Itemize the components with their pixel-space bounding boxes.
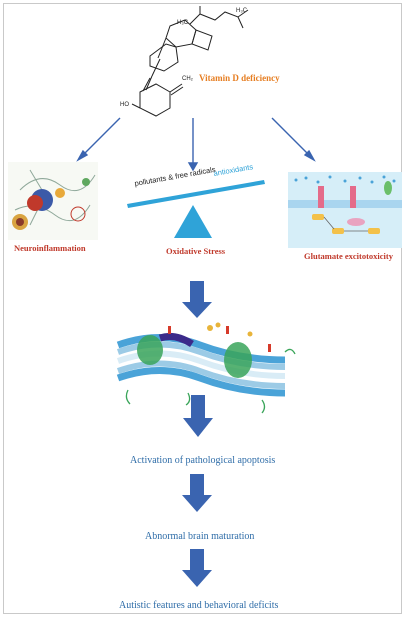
neuroinflammation-label: Neuroinflammation <box>14 243 86 253</box>
down-arrow-2 <box>183 395 213 437</box>
oxidative-stress-label: Oxidative Stress <box>166 246 226 256</box>
arrowhead-center <box>187 162 199 172</box>
down-arrow-1 <box>182 281 212 318</box>
arrow-to-glutamate <box>271 117 311 157</box>
h3c-label-2: H₃C <box>177 20 189 26</box>
cell-membrane <box>116 322 296 414</box>
figure-frame <box>3 3 402 614</box>
apoptosis-step: Activation of pathological apoptosis <box>130 455 276 466</box>
down-arrow-3 <box>182 474 212 512</box>
down-arrow-4 <box>182 549 212 587</box>
glutamate-label: Glutamate excitotoxicity <box>304 251 393 261</box>
oxidative-seesaw: pollutants & free radicals antioxidants <box>127 162 265 238</box>
arrow-to-neuroinflammation <box>81 117 121 157</box>
arrowhead-left <box>76 149 89 162</box>
autistic-features-step: Autistic features and behavioral deficit… <box>119 600 279 611</box>
brain-maturation-step: Abnormal brain maturation <box>145 531 255 542</box>
vitamin-d-structure <box>131 6 249 117</box>
glutamate-illustration <box>288 172 402 248</box>
arrowhead-right <box>303 149 316 162</box>
branch-arrows <box>76 117 316 172</box>
seesaw-beam <box>127 180 265 208</box>
seesaw-fulcrum <box>174 205 212 238</box>
antioxidants-label: antioxidants <box>213 162 254 178</box>
h3c-label: H₃C <box>236 8 248 14</box>
ch2-label: CH₂ <box>182 76 194 82</box>
ho-label: HO <box>120 102 129 108</box>
vitamin-d-label: Vitamin D deficiency <box>199 73 280 83</box>
pollutants-label: pollutants & free radicals <box>134 165 217 188</box>
neuroinflammation-illustration <box>8 162 98 240</box>
